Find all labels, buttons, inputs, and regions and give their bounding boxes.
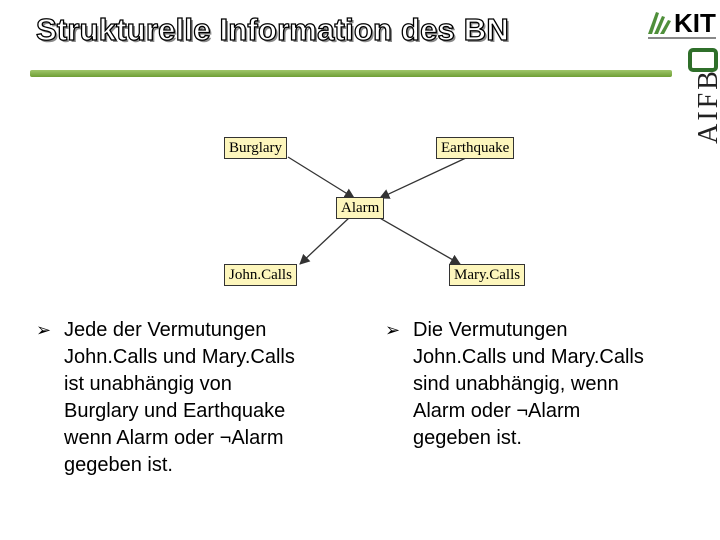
bullet-left-line: Burglary und Earthquake xyxy=(64,400,286,422)
edge-alarm-john xyxy=(299,216,351,265)
bullet-left-line: Jede der Vermutungen xyxy=(64,319,267,341)
bullet-left-line: John.Calls und Mary.Calls xyxy=(64,346,295,368)
bullet-left-line: gegeben ist. xyxy=(64,454,173,476)
bullet-right-line: gegeben ist. xyxy=(413,427,522,449)
kit-logo-text: KIT xyxy=(674,8,716,38)
title-rule xyxy=(30,70,672,77)
node-john-calls: John.Calls xyxy=(224,264,297,286)
bullet-arrow-icon: ➢ xyxy=(36,320,52,340)
node-alarm: Alarm xyxy=(336,197,385,219)
bullet-right: ➢ Die Vermutungen John.Calls und Mary.Ca… xyxy=(385,317,644,452)
node-burglary: Burglary xyxy=(224,137,288,159)
slide-title: Strukturelle Information des BN xyxy=(35,11,509,47)
edge-earthquake-alarm xyxy=(379,156,469,199)
node-earthquake: Earthquake xyxy=(436,137,515,159)
bullet-right-line: Alarm oder ¬Alarm xyxy=(413,400,581,422)
bullet-arrow-icon: ➢ xyxy=(385,320,401,340)
node-mary-calls: Mary.Calls xyxy=(449,264,526,286)
bullet-right-line: sind unabhängig, wenn xyxy=(413,373,619,395)
edge-burglary-alarm xyxy=(287,156,355,199)
bullet-left: ➢ Jede der Vermutungen John.Calls und Ma… xyxy=(36,317,295,479)
kit-logo: KIT xyxy=(648,8,716,39)
edge-alarm-mary xyxy=(377,216,461,265)
bullet-right-line: Die Vermutungen xyxy=(413,319,568,341)
bullet-left-line: ist unabhängig von xyxy=(64,373,232,395)
aifb-logo xyxy=(688,48,718,72)
bullet-left-line: wenn Alarm oder ¬Alarm xyxy=(64,427,284,449)
bullet-right-line: John.Calls und Mary.Calls xyxy=(413,346,644,368)
